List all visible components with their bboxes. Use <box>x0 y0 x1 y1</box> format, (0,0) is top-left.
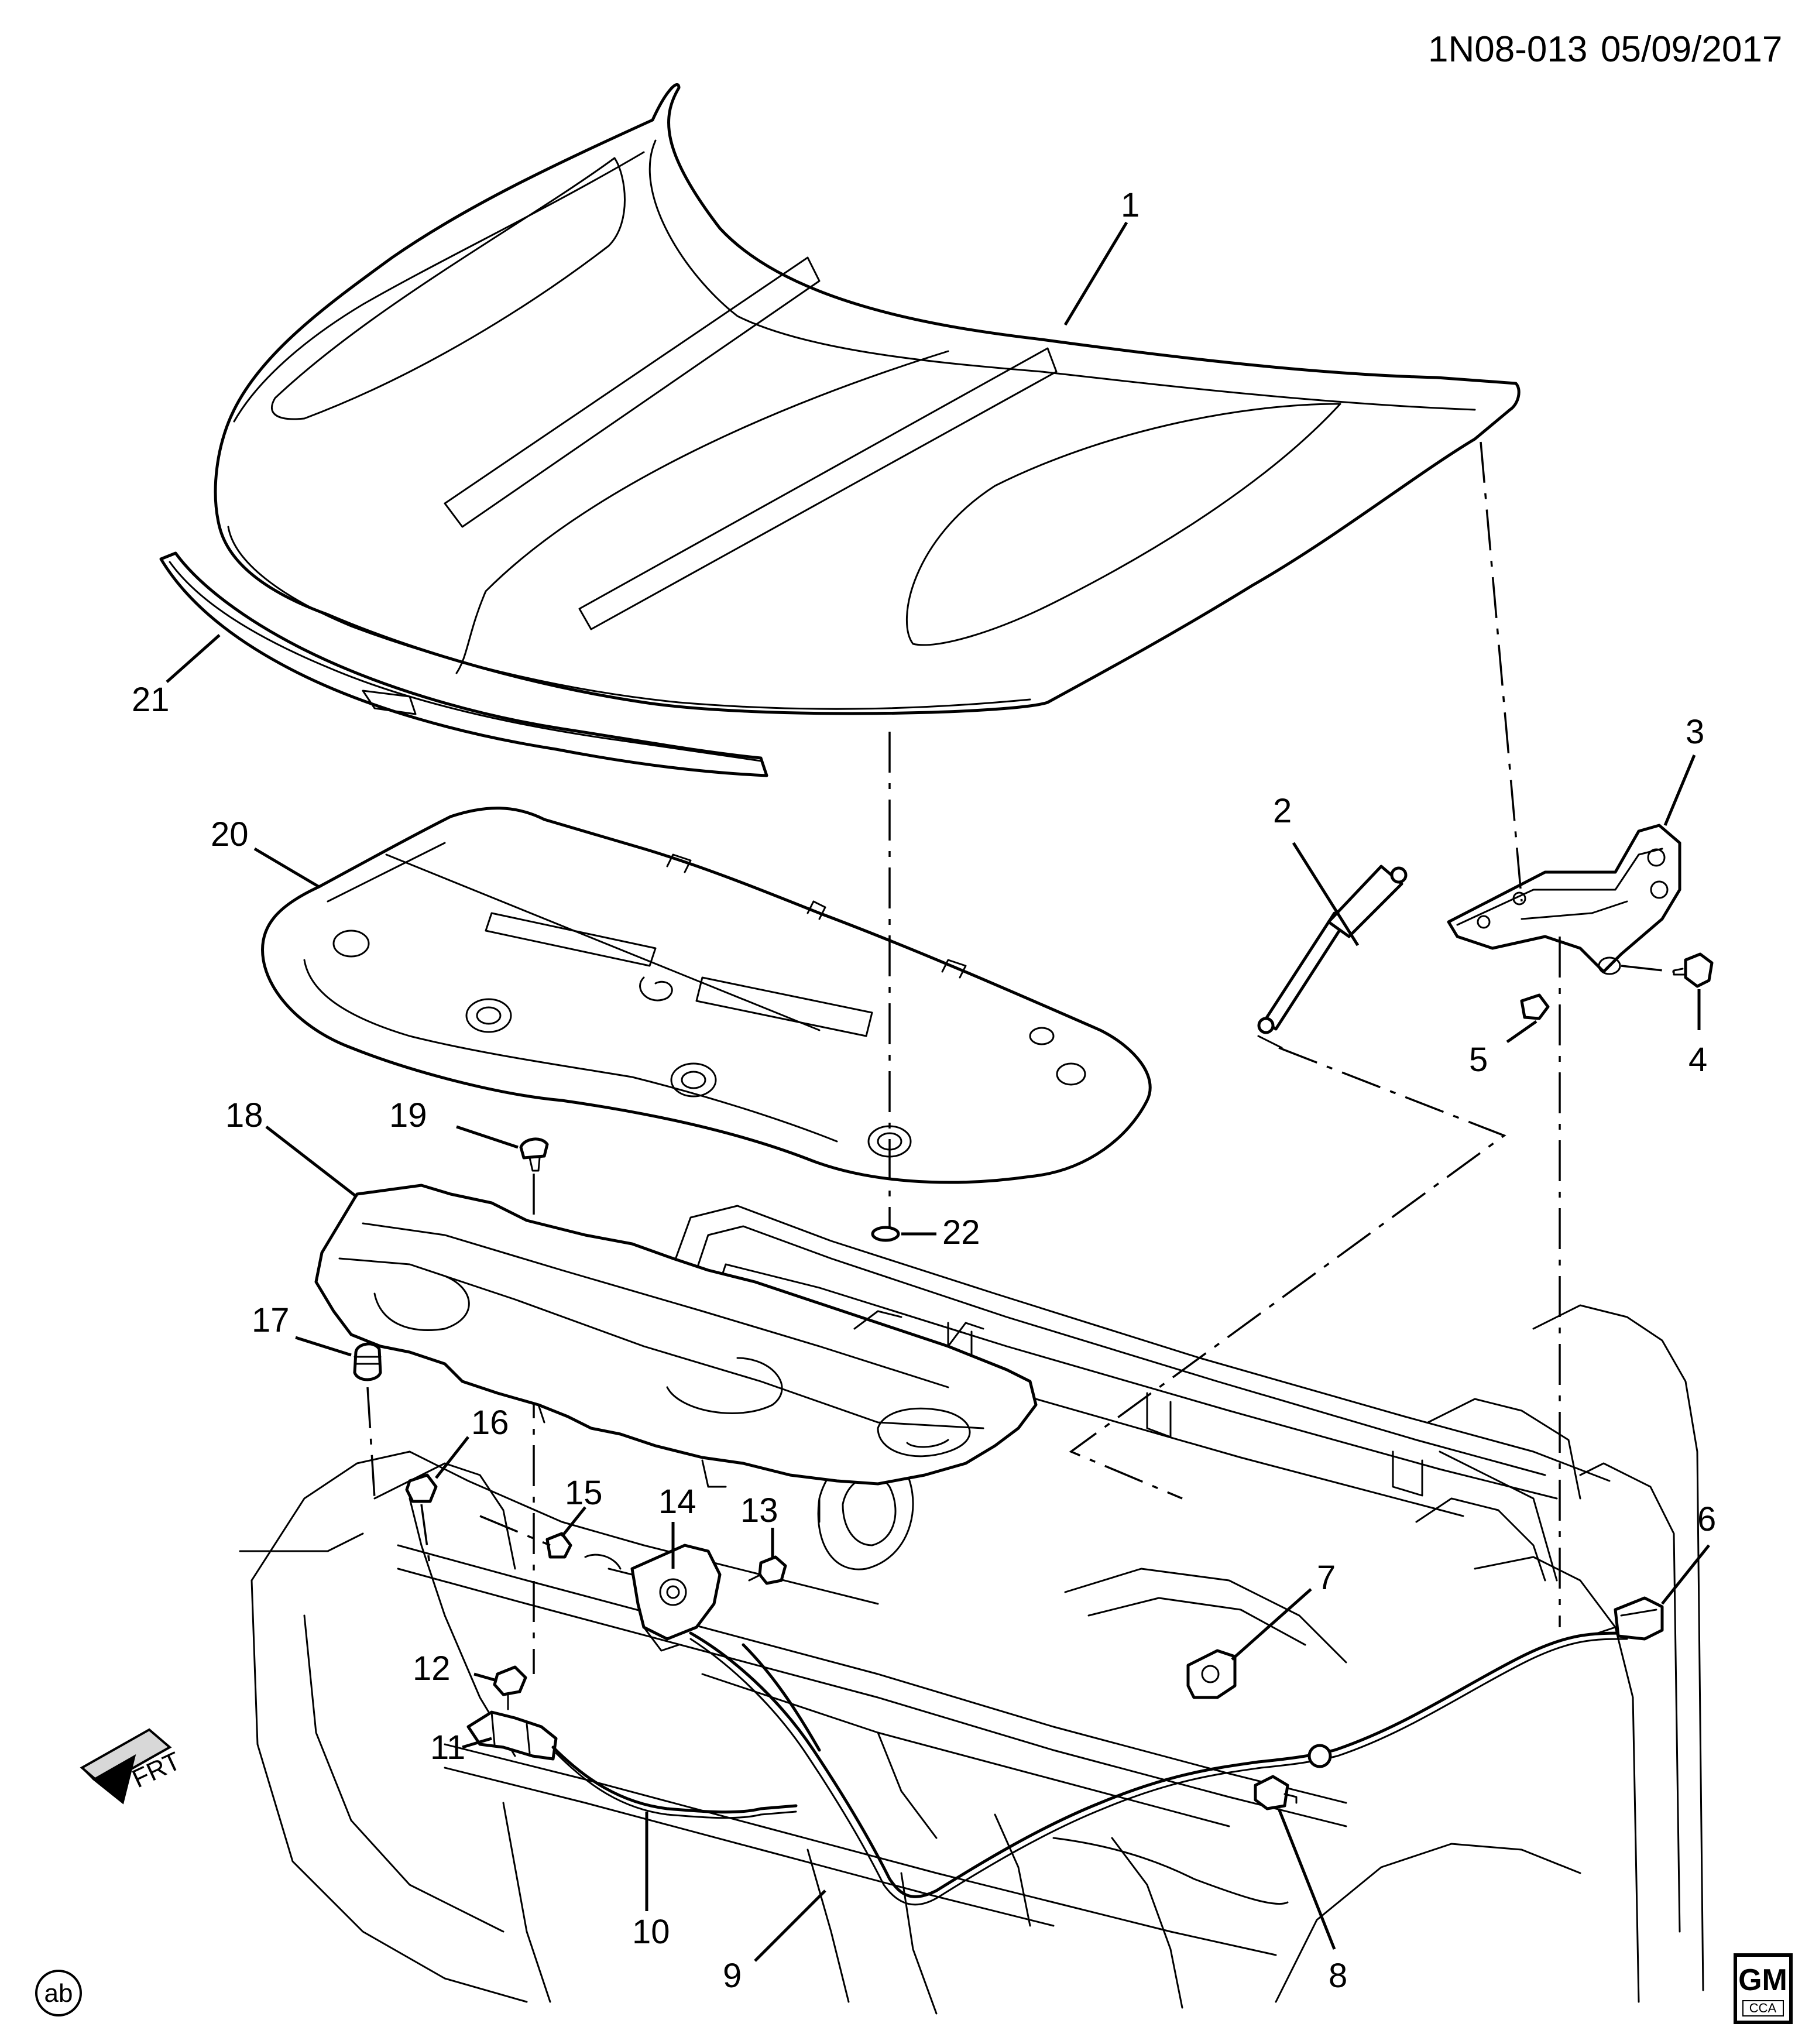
callout-15: 15 <box>565 1474 603 1512</box>
callout-3: 3 <box>1686 713 1704 751</box>
callout-4: 4 <box>1688 1041 1707 1079</box>
callout-13: 13 <box>740 1491 778 1529</box>
callout-17: 17 <box>252 1301 290 1339</box>
callout-8: 8 <box>1329 1957 1347 1995</box>
drawing-header: 1N08-013 05/09/2017 <box>1428 29 1782 70</box>
front-direction-indicator: FRT <box>80 1728 185 1805</box>
leader-9 <box>754 1889 826 1962</box>
centerline-bolt-4 <box>1621 965 1674 973</box>
callout-20: 20 <box>211 815 249 853</box>
hood-primary-latch <box>584 1544 722 1652</box>
gm-logo-subtext: CCA <box>1749 2001 1777 2015</box>
cable-clip <box>1254 1775 1298 1810</box>
corner-badge: ab <box>35 1970 82 2016</box>
leader-21 <box>166 634 221 683</box>
leader-15 <box>561 1506 586 1538</box>
hinge-nut <box>1520 993 1550 1020</box>
leader-18 <box>265 1126 358 1198</box>
leader-11 <box>462 1737 492 1749</box>
callout-7: 7 <box>1317 1559 1336 1597</box>
centerline-hood-hinge <box>1480 441 1523 902</box>
leader-6 <box>1661 1544 1710 1605</box>
latch-mount-bolt <box>748 1555 787 1585</box>
hood-release-cable-front <box>551 1745 798 1819</box>
hood-ajar-switch <box>1597 1596 1664 1641</box>
hood-gas-strut <box>1257 865 1408 1049</box>
hood-bumper-grommet <box>871 1226 900 1242</box>
leader-12 <box>473 1672 495 1682</box>
drawing-date: 05/09/2017 <box>1601 29 1782 70</box>
callout-16: 16 <box>471 1404 509 1442</box>
drawing-id: 1N08-013 <box>1428 29 1587 70</box>
secondary-latch-bolt <box>493 1665 527 1710</box>
hinge-bolt <box>1673 952 1714 988</box>
callout-12: 12 <box>413 1649 451 1688</box>
leader-1 <box>1063 221 1128 326</box>
hood-front-seal <box>159 551 768 777</box>
callout-14: 14 <box>658 1483 696 1521</box>
hood-insulator <box>261 807 1152 1184</box>
gm-logo: GM CCA <box>1734 1953 1793 2024</box>
hood-release-cable-main <box>689 1631 1629 1906</box>
centerline-nut-16 <box>420 1504 431 1569</box>
callout-6: 6 <box>1697 1500 1716 1538</box>
leader-2 <box>1292 842 1360 946</box>
bracket-nut <box>405 1473 438 1503</box>
strut-ball-stud-bracket <box>1186 1649 1237 1699</box>
latch-bolt <box>545 1532 572 1559</box>
corner-badge-text: ab <box>44 1979 73 2008</box>
leader-3 <box>1663 755 1696 826</box>
leader-19 <box>456 1125 519 1149</box>
leader-5 <box>1506 1020 1537 1044</box>
callout-19: 19 <box>389 1096 427 1134</box>
callout-1: 1 <box>1121 186 1140 224</box>
callout-2: 2 <box>1273 792 1292 830</box>
callout-18: 18 <box>225 1096 263 1134</box>
leader-17 <box>295 1336 352 1357</box>
push-pin-retainer <box>519 1137 549 1172</box>
radiator-upper-air-baffle <box>314 1184 1038 1523</box>
centerline-bumper-17 <box>366 1387 376 1499</box>
callout-11: 11 <box>430 1729 465 1767</box>
centerline-strut-body <box>1069 1047 1506 1500</box>
callout-5: 5 <box>1469 1041 1488 1079</box>
leader-8 <box>1277 1808 1336 1950</box>
gm-logo-text: GM <box>1738 1963 1787 1997</box>
leader-7 <box>1231 1588 1312 1661</box>
callout-22: 22 <box>942 1213 980 1251</box>
hood-panel <box>214 83 1521 715</box>
callout-9: 9 <box>723 1957 742 1995</box>
callout-10: 10 <box>632 1913 670 1951</box>
hood-bumper-stop <box>353 1342 382 1381</box>
callout-21: 21 <box>132 681 170 719</box>
leader-16 <box>435 1436 469 1479</box>
centerline-bolt-15 <box>479 1515 551 1546</box>
leader-20 <box>253 847 320 889</box>
hood-hinge <box>1447 824 1681 975</box>
